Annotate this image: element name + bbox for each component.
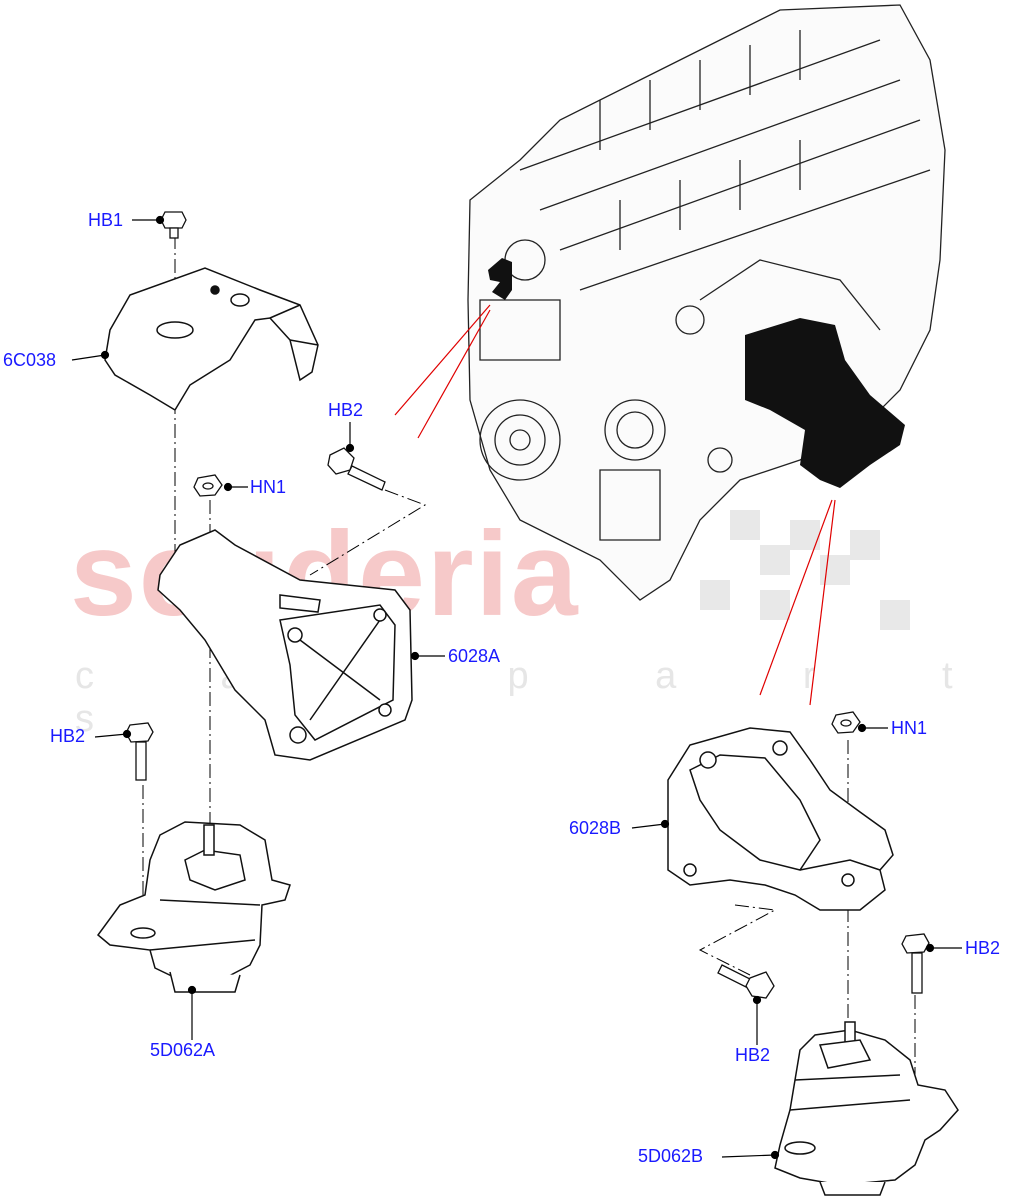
engine-mount-5d062a [96, 821, 291, 993]
callout-hb2-upper: HB2 [328, 400, 364, 420]
callout-leaders [71, 215, 962, 1160]
callout-hb2-left: HB2 [50, 726, 86, 746]
engine-bracket-left-highlight [488, 258, 512, 300]
callout-6028a: 6028A [448, 646, 501, 666]
bolt-hb1 [160, 211, 187, 239]
bolt-hb2-right [901, 933, 930, 994]
callout-5d062a: 5D062A [150, 1040, 216, 1060]
engine-block [467, 4, 946, 601]
callout-hb2-right: HB2 [965, 938, 1001, 958]
engine-mount-5d062b [774, 1021, 959, 1196]
engine-bracket-right-highlight [745, 318, 905, 488]
callout-5d062b: 5D062B [638, 1146, 704, 1166]
nut-hn1-left [193, 474, 223, 497]
callout-hb2-lower: HB2 [735, 1045, 771, 1065]
callout-hn1-left: HN1 [250, 477, 287, 497]
callout-hb1: HB1 [88, 210, 124, 230]
bolt-hb2-upper [327, 447, 386, 491]
callout-6c038: 6C038 [3, 350, 57, 370]
red-leader-lines [394, 304, 836, 706]
bolt-hb2-lower [717, 964, 775, 999]
bracket-6028a [157, 529, 413, 761]
callout-hn1-right: HN1 [891, 718, 928, 738]
bracket-6028b [667, 727, 894, 911]
nut-hn1-right [831, 711, 861, 734]
callout-6028b: 6028B [569, 818, 622, 838]
checkered-flag-watermark [700, 510, 910, 630]
heat-shield-6c038 [104, 267, 319, 412]
